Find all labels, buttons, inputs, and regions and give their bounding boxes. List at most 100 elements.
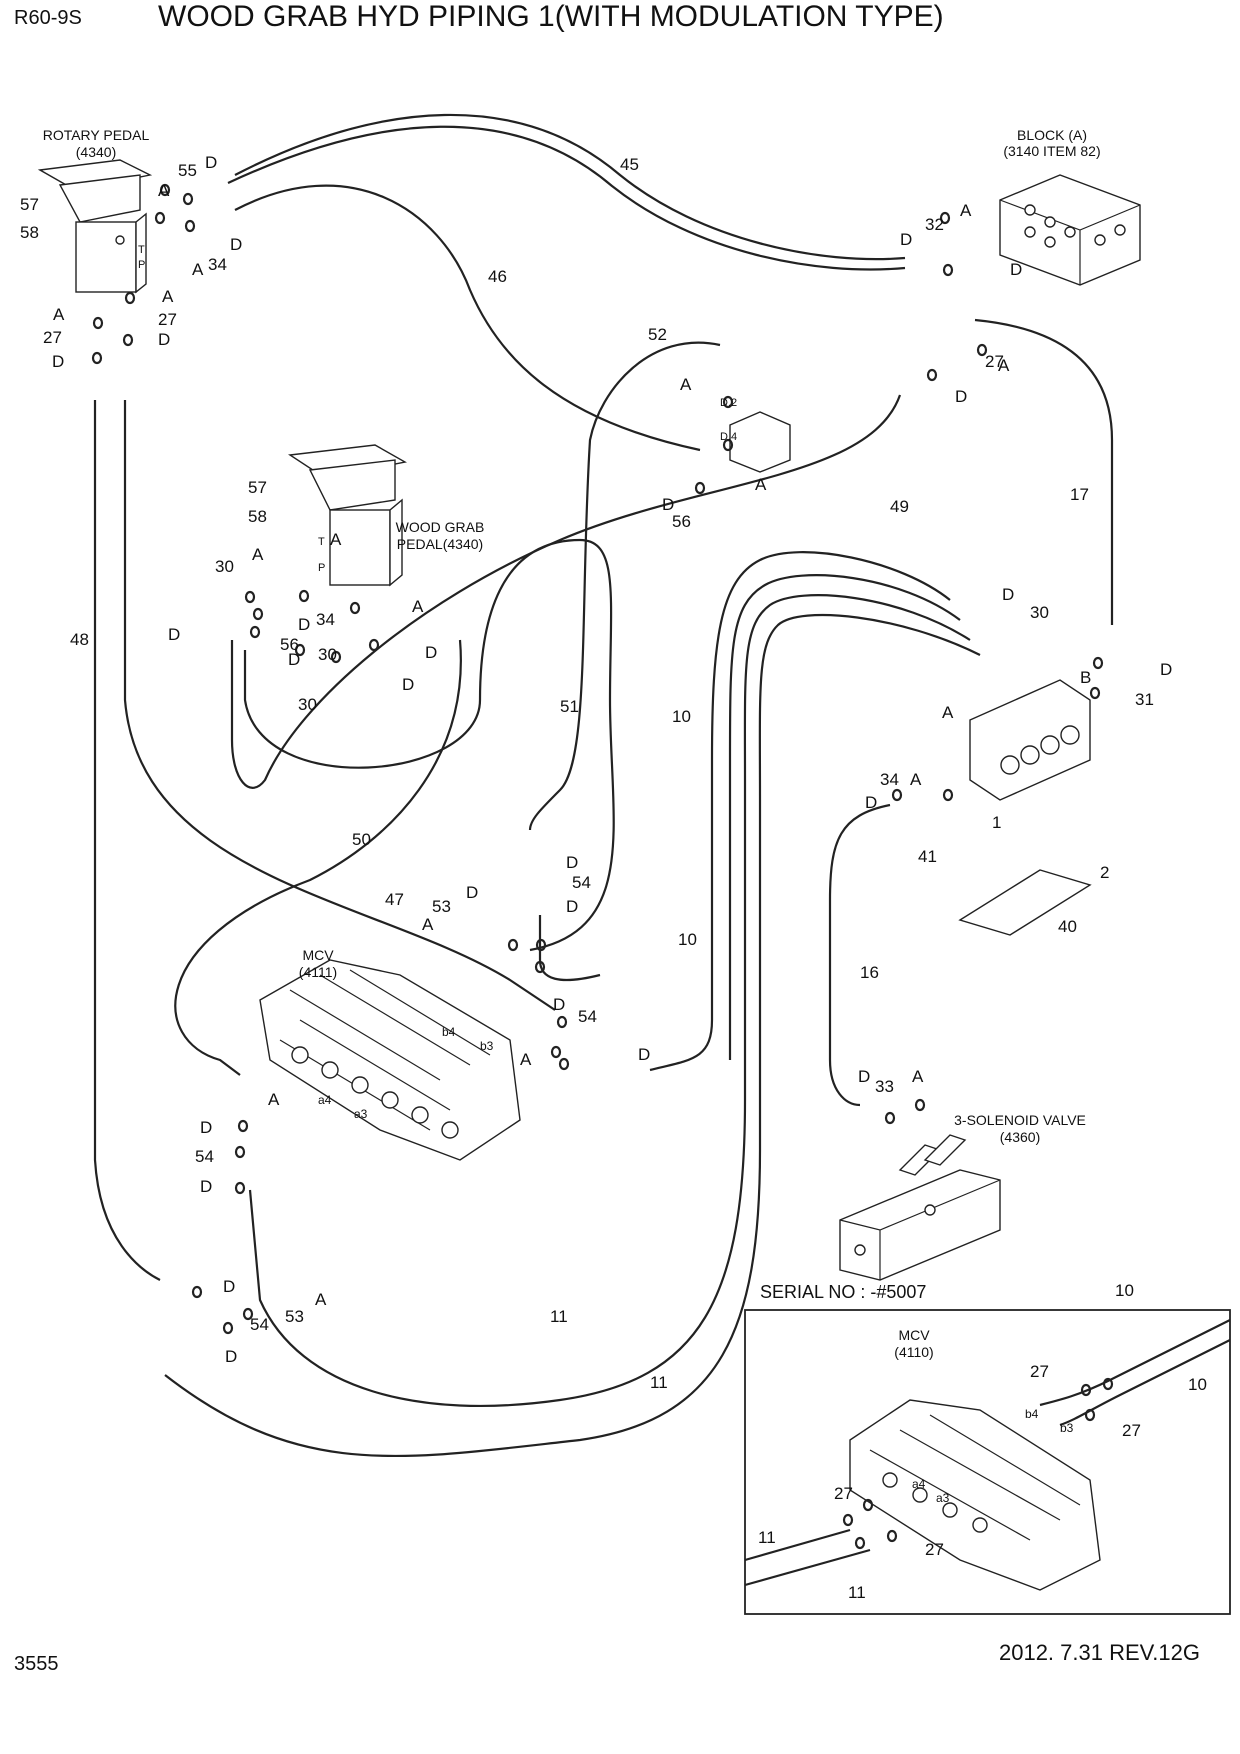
callout-b: B [1080,668,1091,687]
hose-10c [743,594,971,1100]
o-ring [550,1045,562,1059]
callout-10: 10 [1115,1281,1134,1300]
callout-d: D [425,643,437,662]
o-ring [722,438,734,452]
callout-11: 11 [758,1528,776,1547]
o-ring [722,395,734,409]
inset-caption: SERIAL NO : -#5007 [760,1282,926,1302]
callout-d: D [466,883,478,902]
callout-a: A [315,1290,327,1309]
three-solenoid-valve [839,1134,1001,1281]
o-ring [234,1145,246,1159]
callout-b3: b3 [1060,1421,1074,1435]
callout-d: D [955,387,967,406]
hose-53-54 [538,915,601,982]
hose-45 [234,113,906,261]
callout-34: 34 [880,770,899,789]
o-ring [914,1098,926,1112]
o-ring [122,333,134,347]
callout-27: 27 [158,310,177,329]
hose-46 [234,184,701,452]
callout-d: D [52,352,64,371]
callout-32: 32 [925,215,944,234]
callout-a: A [520,1050,532,1069]
o-ring [534,960,546,974]
hose-11a [248,1099,747,1408]
callout-30: 30 [298,695,317,714]
o-ring [249,625,261,639]
revision-date: 2012. 7.31 REV.12G [999,1640,1200,1665]
o-ring [535,938,547,952]
callout-a: A [680,375,692,394]
hose-47 [123,400,556,1011]
o-ring [694,481,706,495]
callout-d: D [638,1045,650,1064]
o-ring [1092,656,1104,670]
callout-d: D [566,853,578,872]
hose-10d [758,613,981,1150]
callout-d: D [402,675,414,694]
callout-54: 54 [572,873,591,892]
o-ring [92,316,104,330]
callout-a: A [960,201,972,220]
mcv-name: MCV [302,947,334,963]
o-ring [349,601,361,615]
callout-b3: b3 [480,1039,494,1053]
callout-a: A [252,545,264,564]
o-ring [1102,1377,1114,1391]
callout-d: D [1160,660,1172,679]
o-ring [939,211,951,225]
callout-55: 55 [178,161,197,180]
callout-a: A [53,305,65,324]
inset-mcv [849,1399,1101,1591]
callout-d2: D,2 [720,397,737,409]
callout-11: 11 [550,1307,568,1326]
callout-a3: a3 [936,1491,950,1505]
callout-34: 34 [316,610,335,629]
o-ring [891,788,903,802]
callout-17: 17 [1070,485,1089,504]
callout-50: 50 [352,830,371,849]
o-ring [234,1181,246,1195]
hose-52 [528,341,721,831]
block-a-name: BLOCK (A) [1017,127,1087,143]
o-ring [1080,1383,1092,1397]
o-ring [886,1529,898,1543]
hose-51 [243,538,615,952]
callout-11: 11 [650,1373,668,1392]
page-title: WOOD GRAB HYD PIPING 1(WITH MODULATION T… [158,0,944,33]
hose-10a [649,551,951,1072]
callout-a: A [158,181,170,200]
hose-11b [164,1149,762,1458]
hose-16 [828,803,891,1107]
callout-a4: a4 [318,1093,332,1107]
mcv-code: (4111) [299,964,337,980]
inset-mcv-code: (4110) [894,1344,933,1360]
bracket-2 [958,869,1092,936]
block-a-code: (3140 ITEM 82) [1003,143,1100,159]
callout-d: D [900,230,912,249]
callout-d: D [288,650,300,669]
callout-27: 27 [43,328,62,347]
callout-d: D [1002,585,1014,604]
callout-30: 30 [1030,603,1049,622]
callout-a: A [192,260,204,279]
callout-a: A [412,597,424,616]
callout-30: 30 [215,557,234,576]
callout-27: 27 [985,352,1004,371]
callout-57: 57 [20,195,39,214]
o-ring [184,219,196,233]
callout-27: 27 [925,1540,944,1559]
callout-58: 58 [20,223,39,242]
callout-16: 16 [860,963,879,982]
rotary-pedal-label: ROTARY PEDAL (4340) [43,127,150,160]
o-rings [91,183,1114,1550]
callout-11: 11 [848,1583,866,1602]
callout-53: 53 [432,897,451,916]
o-ring [507,938,519,952]
callout-10: 10 [1188,1375,1207,1394]
callout-10: 10 [678,930,697,949]
valve-block-56 [729,411,791,473]
o-ring [91,351,103,365]
